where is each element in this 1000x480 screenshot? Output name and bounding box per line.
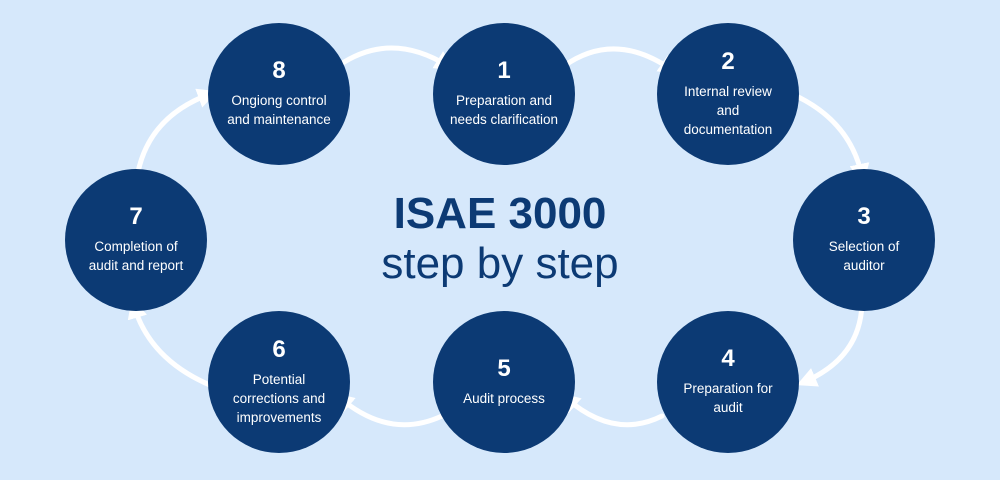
step-2-label: Internal review and documentation (683, 83, 773, 137)
step-1-circle: 1 Preparation and needs clarification (433, 23, 575, 165)
step-1-label: Preparation and needs clarification (449, 93, 559, 127)
title-sub: step by step (381, 239, 619, 288)
step-7-number: 7 (129, 203, 143, 230)
step-6-circle: 6 Potential corrections and improvements (208, 311, 350, 453)
step-8-label: Ongiong control and maintenance (227, 93, 331, 127)
step-1-number: 1 (497, 57, 511, 84)
step-3-circle: 3 Selection of auditor (793, 169, 935, 311)
step-4-number: 4 (721, 345, 735, 372)
diagram-title: ISAE 3000 step by step (300, 190, 700, 290)
step-6-number: 6 (272, 335, 286, 363)
step-2-circle: 2 Internal review and documentation (657, 23, 799, 165)
step-6-label: Potential corrections and improvements (232, 371, 326, 425)
arrow-7-to-8 (135, 88, 218, 175)
arrow-2-to-3 (789, 91, 870, 184)
arrow-5-to-6 (333, 392, 445, 428)
arrow-3-to-4 (796, 301, 865, 387)
step-4-label: Preparation for audit (683, 381, 773, 415)
step-4-circle: 4 Preparation for audit (657, 311, 799, 453)
step-5-circle: 5 Audit process (433, 311, 575, 453)
step-2-number: 2 (721, 47, 735, 75)
step-8-circle: 8 Ongiong control and maintenance (208, 23, 350, 165)
step-5-label: Audit process (463, 390, 545, 406)
title-main: ISAE 3000 (393, 189, 607, 238)
step-3-number: 3 (857, 203, 871, 230)
arrow-1-to-2 (561, 46, 679, 75)
arrow-6-to-7 (127, 298, 215, 389)
step-7-circle: 7 Completion of audit and report (65, 169, 207, 311)
step-5-number: 5 (497, 354, 511, 382)
arrow-8-to-1 (335, 45, 455, 71)
step-8-number: 8 (272, 57, 286, 84)
step-3-label: Selection of auditor (828, 239, 900, 273)
step-7-label: Completion of audit and report (88, 239, 184, 273)
arrow-4-to-5 (559, 392, 665, 428)
